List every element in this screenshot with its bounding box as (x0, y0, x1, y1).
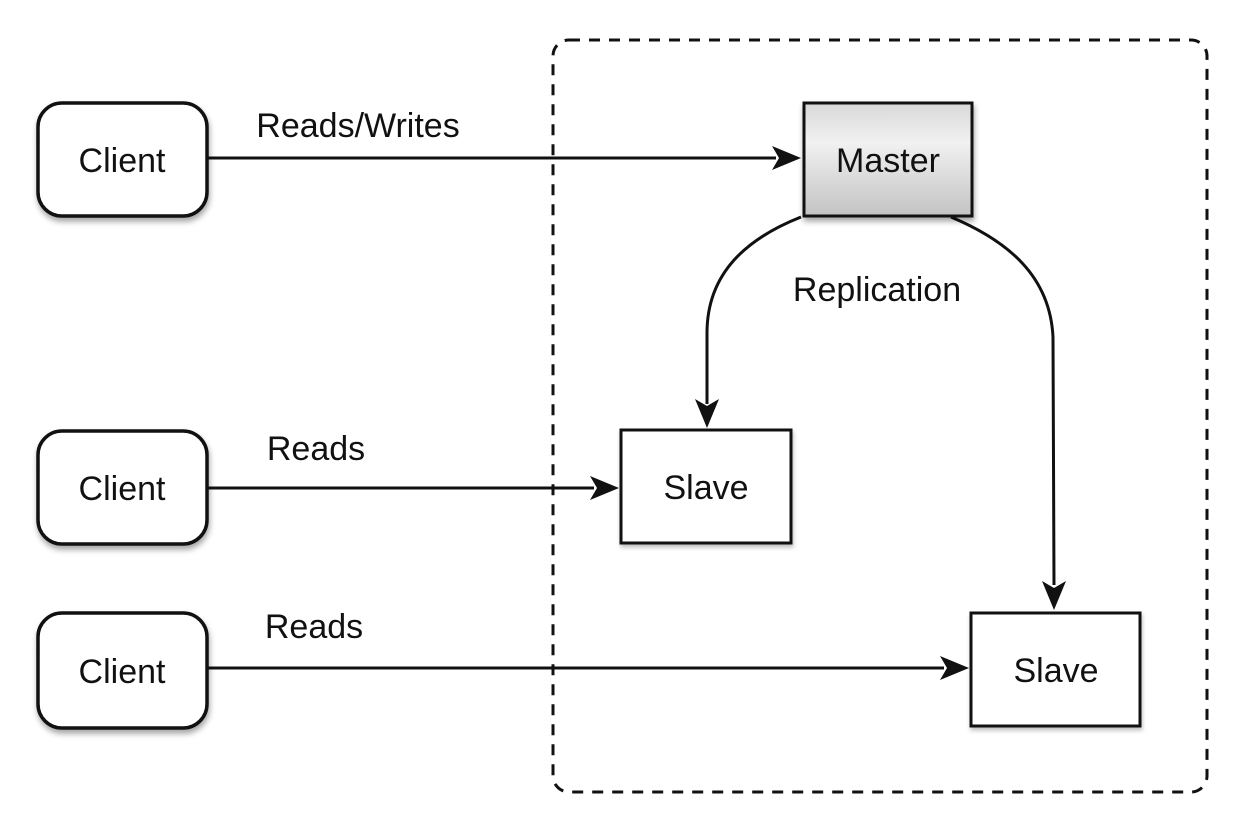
node-client-2: Client (36, 429, 209, 546)
node-slave-2: Slave (969, 611, 1142, 728)
arrowhead-right-icon (940, 656, 969, 680)
edge-master-to-slave2: Replication (793, 215, 1066, 610)
node-client-1: Client (36, 101, 209, 218)
node-master: Master (802, 101, 974, 218)
client-box (36, 101, 209, 218)
edge-curve (705, 215, 802, 404)
node-client-3: Client (36, 611, 209, 730)
client-label: Client (79, 470, 166, 508)
master-box (802, 101, 974, 218)
client-label: Client (79, 142, 166, 180)
slave-label: Slave (1013, 652, 1098, 690)
slave-label: Slave (663, 469, 748, 507)
edge-label-reads-writes: Reads/Writes (256, 107, 459, 145)
edge-curve (950, 215, 1056, 586)
slave-box (619, 428, 793, 545)
client-label: Client (79, 653, 166, 691)
edge-master-to-slave1 (695, 215, 802, 428)
edge-label-replication: Replication (793, 271, 961, 309)
slave-box (969, 611, 1142, 728)
master-label: Master (836, 142, 940, 180)
arrowhead-right-icon (590, 476, 619, 500)
edge-client3-to-slave2: Reads (206, 608, 969, 680)
arrowhead-down-icon (695, 399, 719, 428)
edge-label-reads-1: Reads (267, 430, 365, 468)
cluster-boundary (551, 38, 1209, 794)
edge-label-reads-2: Reads (265, 608, 363, 646)
arrowhead-right-icon (772, 146, 801, 170)
edge-client1-to-master: Reads/Writes (206, 107, 801, 170)
client-box (36, 429, 209, 546)
arrowhead-down-icon (1042, 581, 1066, 610)
node-slave-1: Slave (619, 428, 793, 545)
client-box (36, 611, 209, 730)
edge-client2-to-slave1: Reads (206, 430, 619, 500)
